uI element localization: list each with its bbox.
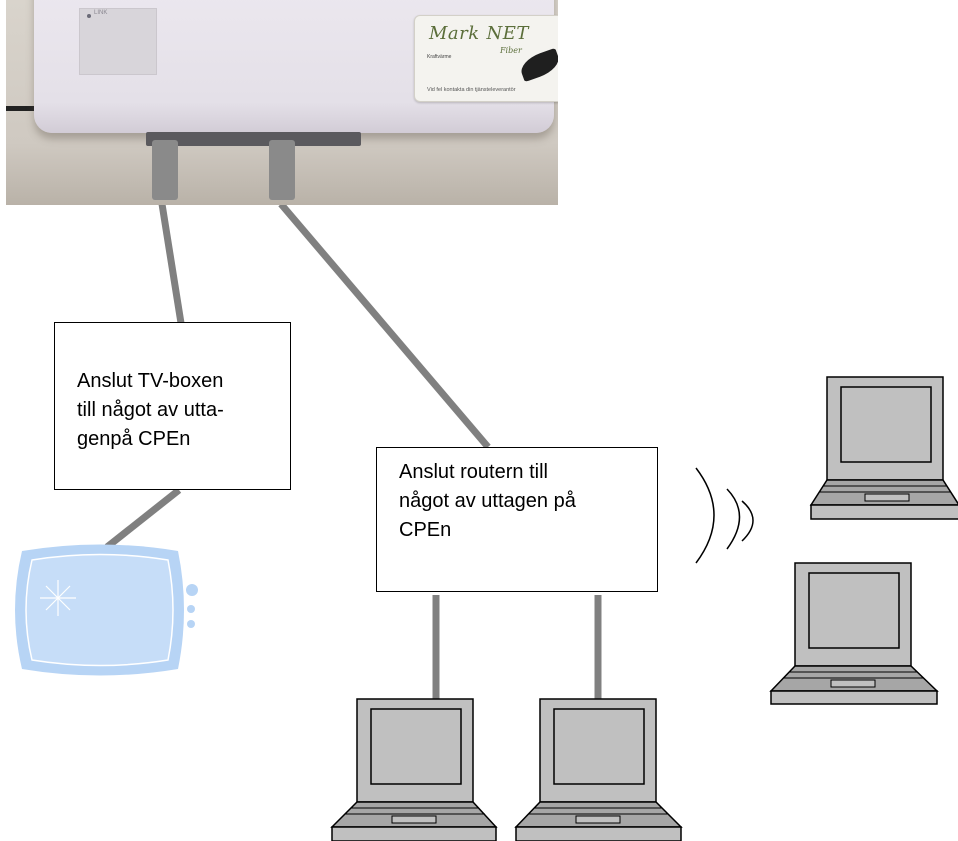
tv-knob	[187, 605, 195, 613]
led-label: LINK	[94, 10, 108, 16]
cpe-device: LINK Mark NET Fiber Kraftvärme Vid fel k…	[34, 0, 558, 133]
logo-subtitle: Fiber	[500, 46, 522, 55]
laptop-icon-wired-left	[330, 698, 498, 841]
tv-knob	[187, 620, 195, 628]
ethernet-ports	[146, 132, 361, 146]
ethernet-plug-right	[269, 140, 295, 200]
ethernet-plug-left	[152, 140, 178, 200]
tv-knob	[186, 584, 198, 596]
cable-cpe-to-router-label	[278, 201, 491, 450]
laptop-icon-wifi-top	[809, 376, 958, 520]
cable-cpe-to-tv-label	[158, 203, 185, 324]
link-led-icon	[87, 14, 91, 18]
cables	[104, 201, 602, 700]
tv-instruction-box: Anslut TV-boxen till något av utta- genp…	[54, 322, 291, 490]
tv-icon	[15, 544, 198, 676]
operator-text: Kraftvärme	[427, 54, 452, 60]
marknet-sticker: Mark NET Fiber Kraftvärme Vid fel kontak…	[414, 15, 558, 102]
tv-instruction-text: Anslut TV-boxen till något av utta- genp…	[77, 370, 224, 450]
router-instruction-text: Anslut routern till något av uttagen på …	[399, 461, 576, 541]
wifi-signal-icon	[695, 467, 754, 564]
sticker-footer: Vid fel kontakta din tjänsteleverantör	[427, 87, 516, 93]
router-instruction-box: Anslut routern till något av uttagen på …	[376, 447, 658, 592]
cpe-front-panel	[79, 8, 157, 75]
laptop-icon-wifi-bottom	[769, 562, 939, 705]
cpe-photo: LINK Mark NET Fiber Kraftvärme Vid fel k…	[6, 0, 558, 205]
leaf-logo-icon	[517, 47, 558, 83]
marknet-logo: Mark NET	[429, 23, 529, 44]
laptop-icon-wired-right	[514, 698, 683, 841]
cable-label-to-tv	[104, 487, 182, 550]
